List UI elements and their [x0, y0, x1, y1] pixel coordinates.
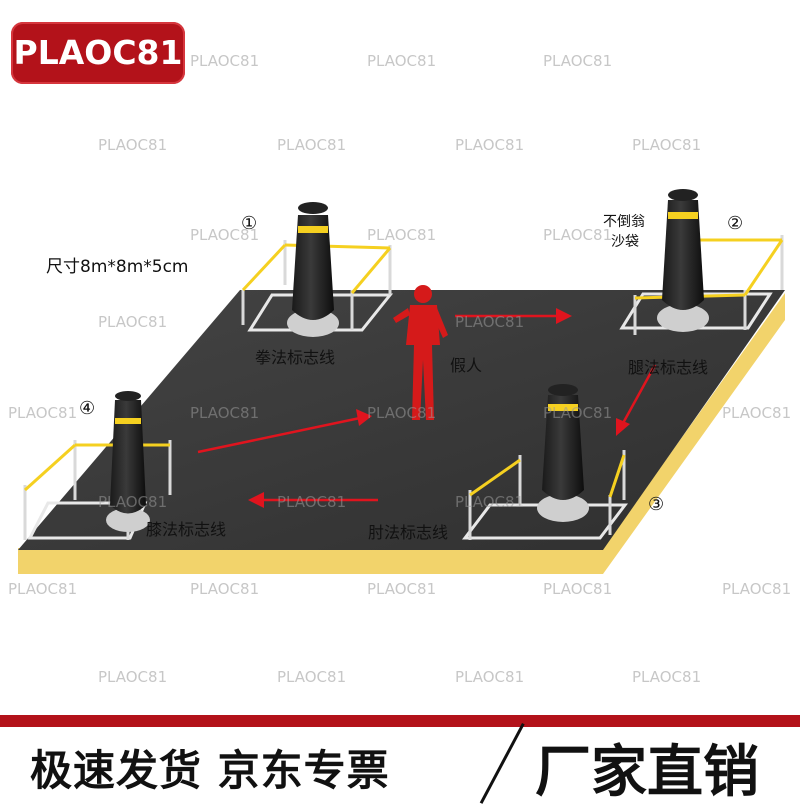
- mat-surface: [18, 290, 785, 550]
- footer-divider: [479, 723, 525, 804]
- punch-line-label: 拳法标志线: [255, 348, 336, 367]
- footer-banner: 极速发货 京东专票 厂家直销: [0, 715, 800, 805]
- size-spec: 尺寸8m*8m*5cm: [46, 257, 189, 277]
- watermark: PLAOC81: [543, 226, 613, 244]
- watermark: PLAOC81: [455, 493, 525, 511]
- tumbler-post-2: [657, 189, 709, 332]
- watermark: PLAOC81: [98, 313, 168, 331]
- watermark: PLAOC81: [277, 136, 347, 154]
- watermark: PLAOC81: [632, 136, 702, 154]
- railings: [23, 235, 784, 540]
- tumbler-label-line2: 沙袋: [611, 234, 639, 250]
- knee-line-label: 膝法标志线: [146, 520, 227, 539]
- watermark: PLAOC81: [367, 52, 437, 70]
- watermark: PLAOC81: [8, 580, 78, 598]
- brand-badge: PLAOC81: [11, 22, 185, 84]
- leg-line-label: 腿法标志线: [628, 358, 709, 377]
- watermark: PLAOC81: [632, 668, 702, 686]
- tumbler-post-3: [537, 384, 589, 522]
- marker-4: ④: [79, 398, 96, 419]
- watermark: PLAOC81: [277, 493, 347, 511]
- marker-1: ①: [241, 213, 258, 234]
- dummy-figure: [393, 285, 448, 420]
- watermark: PLAOC81: [722, 404, 792, 422]
- tumbler-post-4: [106, 391, 150, 532]
- tumbler-post-1: [287, 202, 339, 337]
- brand-badge-text: PLAOC81: [13, 33, 183, 72]
- watermark: PLAOC81: [98, 136, 168, 154]
- watermark: PLAOC81: [98, 668, 168, 686]
- watermark: PLAOC81: [190, 580, 260, 598]
- tumbler-label-line1: 不倒翁: [603, 214, 645, 230]
- watermark: PLAOC81: [367, 226, 437, 244]
- elbow-line-label: 肘法标志线: [368, 523, 449, 542]
- watermark: PLAOC81: [455, 136, 525, 154]
- dummy-label: 假人: [450, 356, 483, 375]
- watermark: PLAOC81: [367, 404, 437, 422]
- footer-shipping-text: 极速发货 京东专票: [30, 746, 390, 795]
- footer-strip: [0, 715, 800, 727]
- watermark: PLAOC81: [455, 668, 525, 686]
- footer-factory-text: 厂家直销: [535, 739, 759, 805]
- watermark: PLAOC81: [543, 52, 613, 70]
- watermark: PLAOC81: [722, 580, 792, 598]
- watermark: PLAOC81: [277, 668, 347, 686]
- watermark: PLAOC81: [190, 52, 260, 70]
- direction-arrows: [197, 308, 657, 508]
- watermark: PLAOC81: [190, 226, 260, 244]
- watermark: PLAOC81: [543, 404, 613, 422]
- watermark: PLAOC81: [367, 580, 437, 598]
- marker-3: ③: [648, 494, 665, 515]
- watermark: PLAOC81: [98, 493, 168, 511]
- watermark: PLAOC81: [8, 404, 78, 422]
- watermark: PLAOC81: [455, 313, 525, 331]
- marker-2: ②: [727, 213, 744, 234]
- watermark: PLAOC81: [543, 580, 613, 598]
- watermark: PLAOC81: [190, 404, 260, 422]
